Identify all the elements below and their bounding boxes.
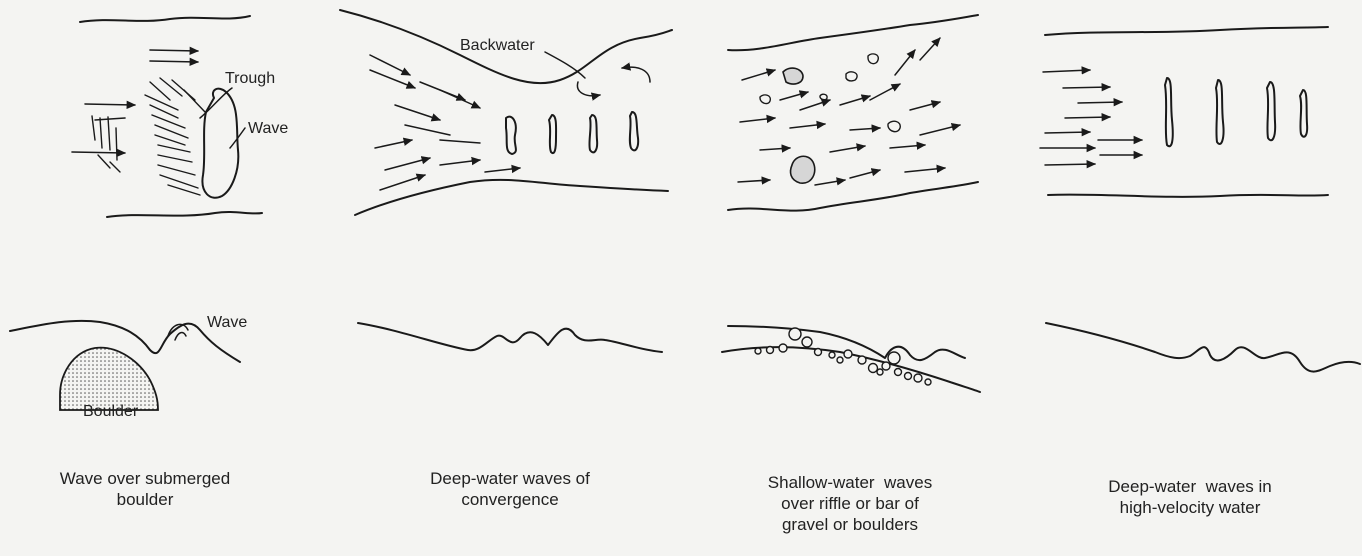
caption-panel3: Shallow-water waves over riffle or bar o… [700,472,1000,535]
caption-panel3-line2: over riffle or bar of [700,493,1000,514]
panel1-lower-bank [107,212,262,217]
panel4-wave-crests [1165,78,1307,146]
panel2-lower-bank [355,180,668,215]
panel1-plan-view: Trough Wave [72,16,288,217]
caption-panel3-line3: gravel or boulders [700,514,1000,535]
panel3-flow-arrows [738,38,960,185]
panel2-water-surface [358,323,662,352]
caption-panel2-line2: convergence [360,489,660,510]
panel3-rocks [760,54,900,183]
panel3-lower-bank [728,182,978,211]
label-wave-plan: Wave [248,120,288,137]
panel1-upper-bank [80,16,250,22]
panel1-profile-view: Wave Boulder [10,314,247,420]
panel2-flow-arrows [370,55,520,190]
panel4-water-surface [1046,323,1360,372]
panel4-flow-arrows [1040,70,1142,165]
caption-panel1-line2: boulder [10,489,280,510]
label-backwater: Backwater [460,37,535,54]
panel2-backwater-leader [545,52,585,78]
label-wave-profile: Wave [207,314,247,331]
caption-panel4-line2: high-velocity water [1040,497,1340,518]
caption-panel3-line1: Shallow-water waves [700,472,1000,493]
panel1-hatching [92,78,205,195]
panel3-gravel [755,328,931,385]
caption-panel1: Wave over submerged boulder [10,468,280,510]
panel3-profile-view [722,326,980,392]
panel1-flow-arrows [72,50,198,153]
panel3-upper-bank [728,15,978,50]
caption-panel2: Deep-water waves of convergence [360,468,660,510]
panel2-eddy-left [577,82,600,96]
caption-panel1-line1: Wave over submerged [10,468,280,489]
caption-panel4: Deep-water waves in high-velocity water [1040,476,1340,518]
label-boulder: Boulder [83,403,139,420]
panel4-plan-view [1040,27,1328,197]
panel1-boulder [60,348,158,410]
label-trough: Trough [225,70,275,87]
panel2-plan-view: Backwater [340,10,672,215]
panel4-lower-bank [1048,195,1328,197]
caption-panel4-line1: Deep-water waves in [1040,476,1340,497]
panel2-wave-crests [506,112,638,154]
panel2-eddy-right [622,67,650,82]
panel3-plan-view [728,15,978,211]
caption-panel2-line1: Deep-water waves of [360,468,660,489]
panel4-upper-bank [1045,27,1328,35]
panel1-trough-leader [200,88,232,118]
